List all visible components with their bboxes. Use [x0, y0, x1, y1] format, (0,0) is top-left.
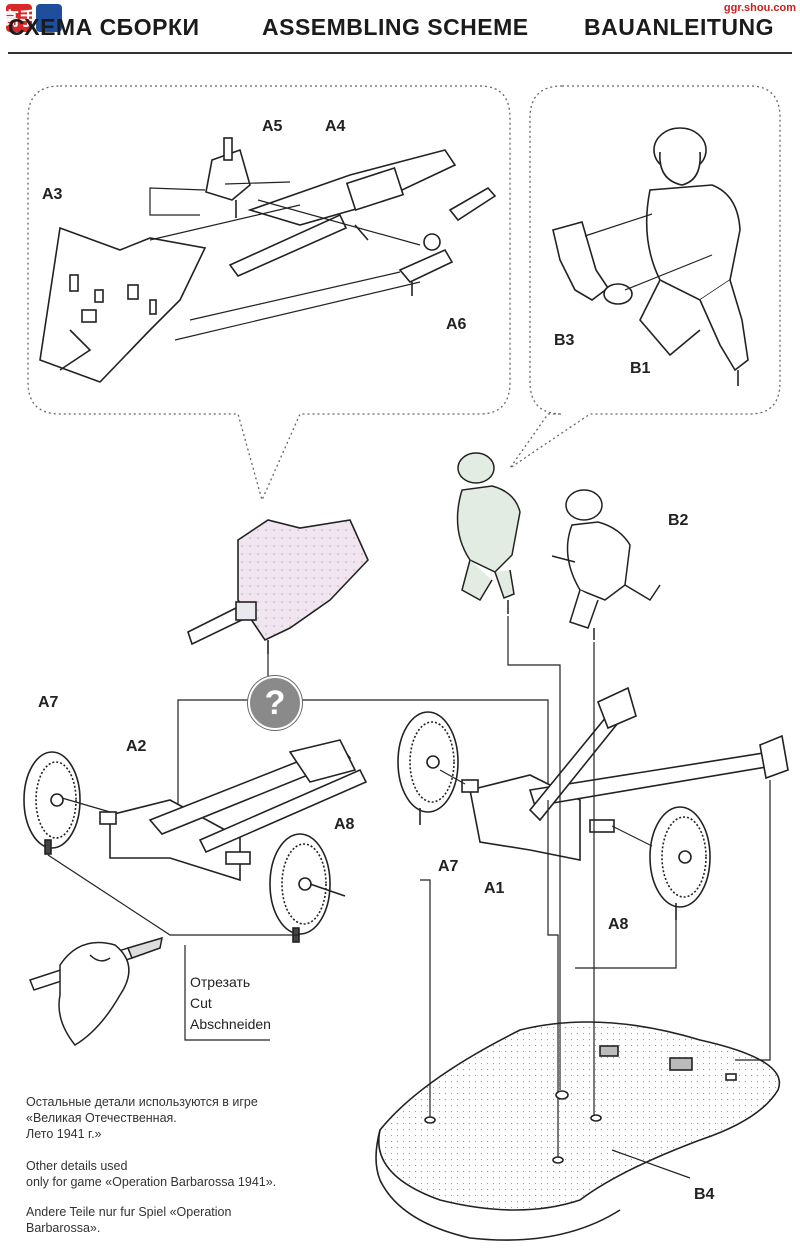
cut-label-bracket [184, 945, 270, 1041]
bracket-part-a5 [205, 137, 251, 218]
header-rule [8, 52, 792, 54]
label-a8-left: A8 [334, 816, 355, 833]
label-a6: A6 [446, 316, 467, 333]
wheel-right-a8 [269, 833, 346, 943]
label-a4: A4 [325, 118, 346, 135]
base-part-b4 [375, 1021, 781, 1241]
soldier-figure-b1-painted [456, 452, 521, 614]
label-b3: B3 [554, 332, 575, 349]
watermark-url: ggr.shou.com [723, 2, 796, 14]
label-a7-right: A7 [438, 858, 459, 875]
label-a5: A5 [262, 118, 283, 135]
watermark-text-1: 高手 [4, 8, 37, 30]
label-b1: B1 [630, 360, 651, 377]
cut-label-ru: Отрезать [190, 974, 251, 990]
detail-bubble-gun [27, 85, 511, 502]
label-a7-left: A7 [38, 694, 59, 711]
wheel-right-a8-assembled [649, 806, 711, 920]
label-a8-right: A8 [608, 916, 629, 933]
gun-carriage-right-a1 [461, 686, 789, 861]
cut-label-en: Cut [190, 995, 212, 1011]
hobby-knife-hand [29, 936, 163, 1046]
title-german: BAUANLEITUNG [584, 14, 774, 40]
soldier-figure-b2 [551, 489, 661, 640]
note-russian: Остальные детали используются в игре «Ве… [26, 1095, 258, 1141]
arrows-left-assembly [47, 797, 300, 936]
note-english: Other details used only for game «Operat… [26, 1159, 277, 1189]
cut-instructions: Отрезать Cut Abschneiden [190, 972, 271, 1035]
soldier-figure-b1 [639, 127, 749, 386]
gun-shield-part-a3 [39, 226, 207, 383]
alternative-connector-lines [177, 654, 549, 820]
cut-label-de: Abschneiden [190, 1016, 271, 1032]
title-russian: СХЕМА СБОРКИ [8, 14, 200, 40]
label-a1: A1 [484, 880, 505, 897]
label-a2: A2 [126, 738, 147, 755]
watermark-logo: 高手 [1, 2, 66, 40]
note-german: Andere Teile nur fur Spiel «Operation Ba… [26, 1205, 232, 1235]
wheel-right-a7 [397, 711, 459, 825]
label-b2: B2 [668, 512, 689, 529]
label-b4: B4 [694, 1186, 715, 1203]
wheel-left-a7 [23, 751, 81, 855]
arrows-bubble2 [584, 213, 713, 291]
gun-carriage-left-a2 [99, 739, 368, 882]
detail-bubble-figure [509, 85, 781, 469]
alternative-question-badge: ? [248, 676, 302, 730]
title-english: ASSEMBLING SCHEME [262, 14, 529, 40]
mount-part-a6 [398, 186, 497, 296]
label-a3: A3 [42, 186, 63, 203]
arm-part-b3 [552, 221, 633, 305]
assembly-arrows-bubble1 [149, 181, 421, 341]
painted-shield-assembly [187, 519, 369, 654]
